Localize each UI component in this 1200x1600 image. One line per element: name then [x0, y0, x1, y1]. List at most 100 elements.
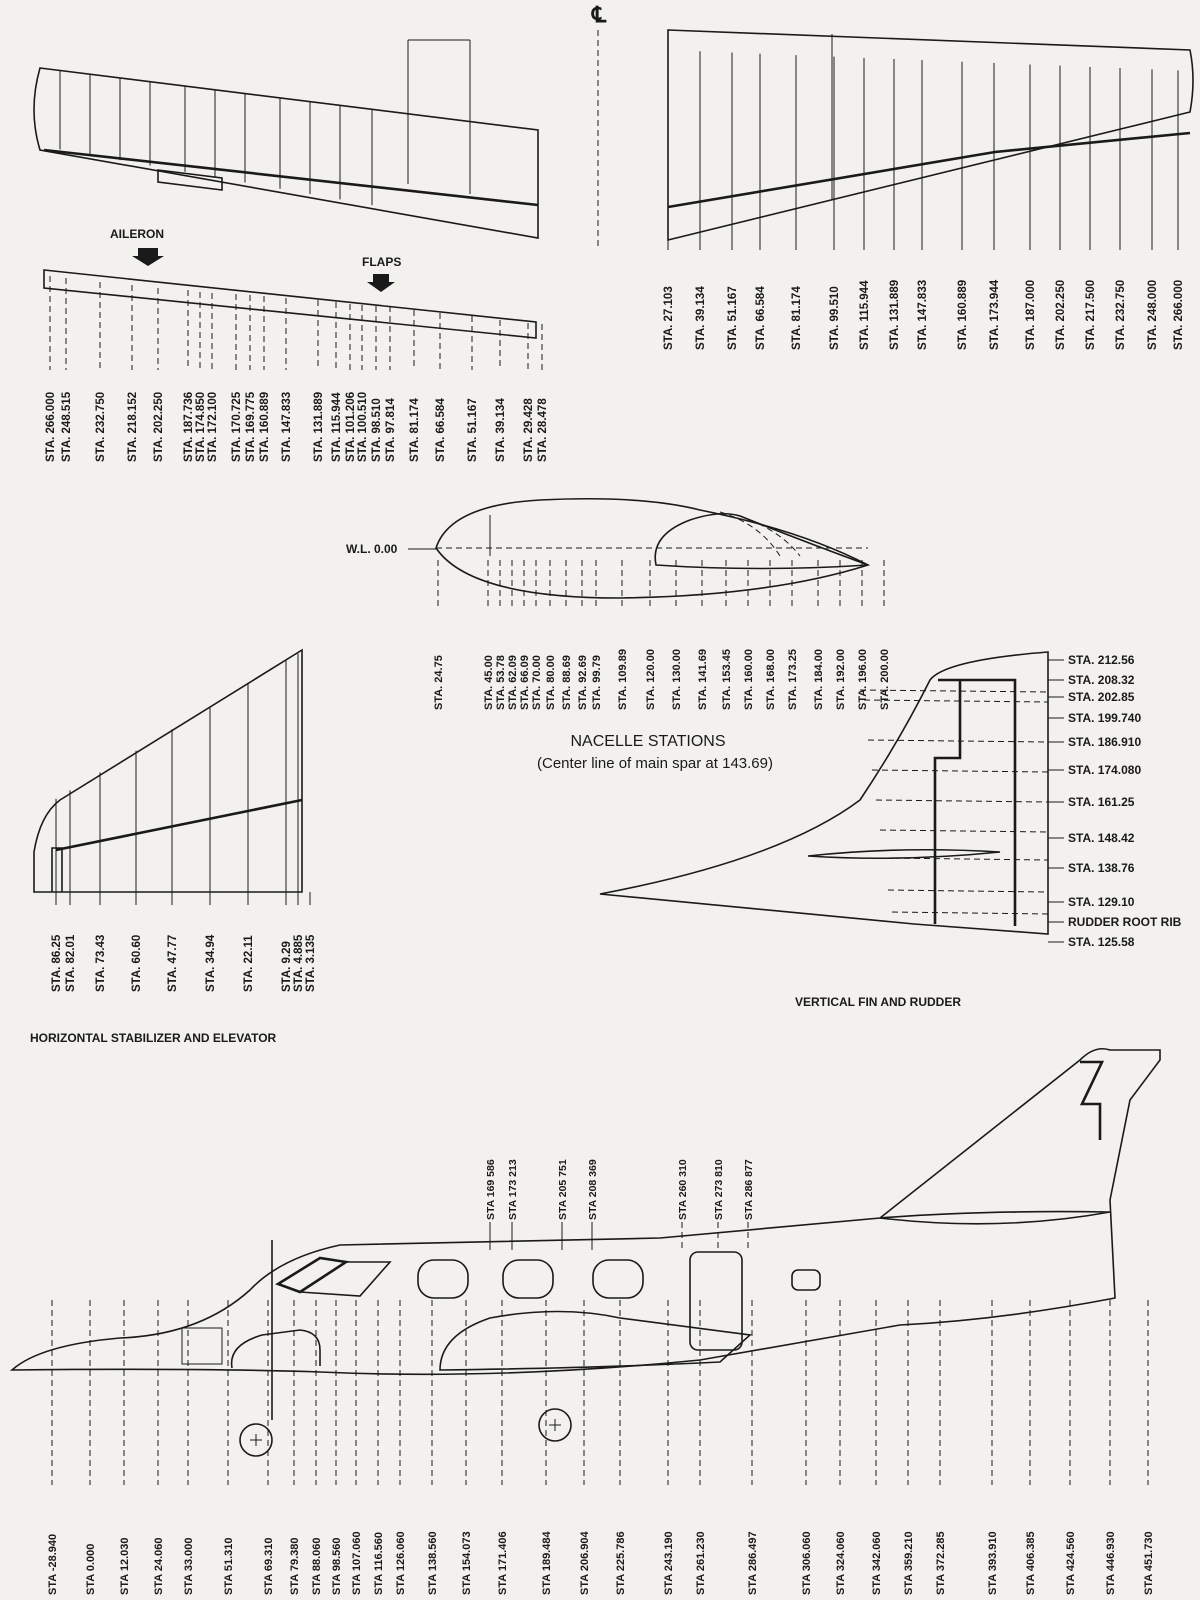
fuselage-bottom-station-labels: STA -28.940 STA 0.000 STA 12.030 STA 24.060… — [47, 1300, 1155, 1595]
station-label: STA 173 213 — [507, 1159, 519, 1220]
station-label: STA. 131.889 — [889, 280, 901, 350]
station-label: STA. 169.775 — [245, 391, 257, 462]
station-label: STA. 39.134 — [695, 286, 707, 350]
waterline-label: W.L. 0.00 — [346, 542, 398, 556]
station-label: STA. 81.174 — [791, 286, 803, 350]
station-label: STA. 9.29 — [281, 941, 293, 992]
station-label: STA. 34.94 — [205, 934, 217, 992]
station-label: STA 406.385 — [1025, 1531, 1037, 1595]
station-label: STA. 173.25 — [787, 649, 799, 710]
station-label: STA 372.285 — [935, 1531, 947, 1595]
station-label: STA 154.073 — [461, 1531, 473, 1595]
station-label: RUDDER ROOT RIB — [1068, 915, 1182, 929]
station-label: STA 33.000 — [183, 1538, 195, 1595]
station-label: STA. 51.167 — [467, 398, 479, 462]
station-label: STA. 115.944 — [331, 392, 343, 462]
station-label: STA. 66.09 — [519, 655, 531, 710]
station-label: STA 243.190 — [663, 1531, 675, 1595]
station-label: STA. 217.500 — [1085, 280, 1097, 350]
station-label: STA. 153.45 — [721, 649, 733, 710]
nacelle-title: NACELLE STATIONS — [571, 733, 726, 750]
aileron-label: AILERON — [110, 227, 164, 241]
station-label: STA. 99.510 — [829, 286, 841, 350]
station-label: STA. 160.889 — [957, 280, 969, 350]
station-label: STA. 172.100 — [207, 392, 219, 462]
station-label: STA. 160.889 — [259, 392, 271, 462]
station-label: STA. 232.750 — [1115, 280, 1127, 350]
station-label: STA 98.560 — [331, 1538, 343, 1595]
station-label: STA. 92.69 — [577, 655, 589, 710]
station-label: STA. 73.43 — [95, 935, 107, 992]
station-label: STA 107.060 — [351, 1531, 363, 1595]
station-label: STA. 202.250 — [1055, 280, 1067, 350]
station-label: STA. 101.206 — [345, 392, 357, 462]
centerline-symbol: ℄ — [591, 2, 607, 27]
station-label: STA 273 810 — [713, 1159, 725, 1220]
station-label: STA. 184.00 — [813, 649, 825, 710]
station-label: STA. 200.00 — [879, 649, 891, 710]
vertical-fin-title: VERTICAL FIN AND RUDDER — [795, 995, 961, 1009]
station-label: STA 393.910 — [987, 1531, 999, 1595]
station-label: STA 116.560 — [373, 1532, 385, 1595]
station-label: STA. 81.174 — [409, 398, 421, 462]
station-label: STA 24.060 — [153, 1538, 165, 1595]
station-label: STA. 88.69 — [561, 655, 573, 710]
station-label: STA. 39.134 — [495, 398, 507, 462]
station-label: STA. 208.32 — [1068, 673, 1135, 687]
station-label: STA 208 369 — [587, 1159, 599, 1220]
station-label: STA 69.310 — [263, 1538, 275, 1595]
station-label: STA 0.000 — [85, 1544, 97, 1595]
station-label: STA. 22.11 — [243, 935, 255, 992]
station-label: STA. 99.79 — [591, 655, 603, 710]
station-label: STA. 212.56 — [1068, 653, 1135, 667]
station-label: STA. 115.944 — [859, 280, 871, 350]
station-label: STA. 138.76 — [1068, 861, 1135, 875]
station-label: STA. 47.77 — [167, 935, 179, 992]
station-label: STA. 168.00 — [765, 649, 777, 710]
station-label: STA. 148.42 — [1068, 831, 1135, 845]
station-label: STA. 66.584 — [435, 398, 447, 462]
station-label: STA 206.904 — [579, 1531, 591, 1595]
station-label: STA. 29.428 — [523, 398, 535, 462]
station-label: STA -28.940 — [47, 1534, 59, 1595]
station-label: STA. 248.515 — [61, 391, 73, 462]
station-label: STA. 27.103 — [663, 286, 675, 350]
station-label: STA 51.310 — [223, 1538, 235, 1595]
station-label: STA. 53.78 — [495, 655, 507, 710]
station-label: STA. 187.000 — [1025, 280, 1037, 350]
station-label: STA. 98.510 — [371, 398, 383, 462]
flaps-arrow-icon — [367, 274, 395, 292]
station-label: STA. 218.152 — [127, 392, 139, 462]
station-label: STA 138.560 — [427, 1531, 439, 1595]
station-label: STA. 161.25 — [1068, 795, 1135, 809]
station-label: STA 12.030 — [119, 1538, 131, 1595]
station-label: STA 324.060 — [835, 1531, 847, 1595]
station-label: STA. 174.080 — [1068, 763, 1141, 777]
station-label: STA. 70.00 — [531, 655, 543, 710]
horizontal-stabilizer-title: HORIZONTAL STABILIZER AND ELEVATOR — [30, 1031, 277, 1045]
station-label: STA 79.380 — [289, 1538, 301, 1595]
station-label: STA. 170.725 — [231, 391, 243, 462]
station-label: STA. 129.10 — [1068, 895, 1135, 909]
station-label: STA 342.060 — [871, 1531, 883, 1595]
station-label: STA 205 751 — [557, 1159, 569, 1220]
station-label: STA 306.060 — [801, 1531, 813, 1595]
station-label: STA. 174.850 — [195, 392, 207, 462]
station-label: STA. 97.814 — [385, 398, 397, 462]
station-label: STA. 173.944 — [989, 279, 1001, 350]
station-label: STA. 196.00 — [857, 649, 869, 710]
station-label: STA. 266.000 — [1173, 280, 1185, 350]
station-label: STA. 131.889 — [313, 392, 325, 462]
station-label: STA 88.060 — [311, 1538, 323, 1595]
station-label: STA. 147.833 — [281, 392, 293, 462]
station-label: STA. 186.910 — [1068, 735, 1141, 749]
